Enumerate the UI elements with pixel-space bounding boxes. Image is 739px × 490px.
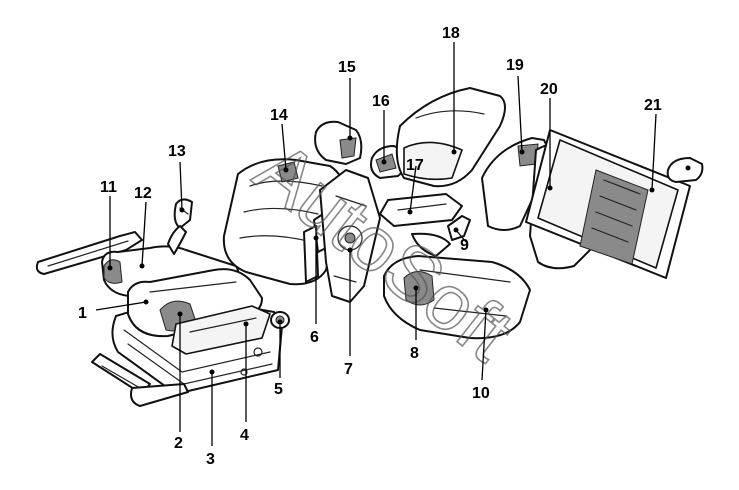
part-9-bracket [411, 215, 471, 257]
callout-12: 12 [134, 185, 152, 202]
part-18-rear-seatback [395, 87, 506, 188]
callout-19: 19 [506, 57, 524, 74]
part-8-rear-cushion [383, 255, 531, 340]
callout-15: 15 [338, 59, 356, 76]
callout-16: 16 [372, 93, 390, 110]
callout-2: 2 [174, 435, 183, 452]
callout-11: 11 [100, 179, 117, 196]
callout-4: 4 [240, 427, 249, 444]
leader-lines [95, 42, 657, 446]
callout-14: 14 [270, 107, 288, 124]
callout-17: 17 [406, 157, 424, 174]
parts-illustration [35, 87, 704, 407]
callout-20: 20 [540, 81, 558, 98]
part-17-cushion [379, 193, 463, 227]
part-21-back-board [525, 129, 691, 279]
part-7-recliner [319, 169, 381, 303]
callout-3: 3 [206, 451, 215, 468]
part-11-armrest-bar [35, 231, 143, 275]
callout-13: 13 [168, 143, 186, 160]
callout-10: 10 [472, 385, 490, 402]
callout-8: 8 [410, 345, 419, 362]
part-21-clip [666, 157, 704, 183]
callout-1: 1 [78, 305, 87, 322]
part-seat-rail [91, 353, 189, 407]
part-13-belt-buckle [167, 198, 193, 255]
callout-9: 9 [460, 237, 469, 254]
part-4-cushion-pad [171, 305, 271, 355]
callout-7: 7 [344, 361, 353, 378]
leader-dots [107, 135, 655, 375]
callout-5: 5 [274, 381, 283, 398]
callout-21: 21 [644, 97, 662, 114]
callout-labels: 1 2 3 4 5 6 7 8 9 10 11 12 13 14 15 16 1… [78, 25, 662, 468]
callout-6: 6 [310, 329, 319, 346]
callout-18: 18 [442, 25, 460, 42]
